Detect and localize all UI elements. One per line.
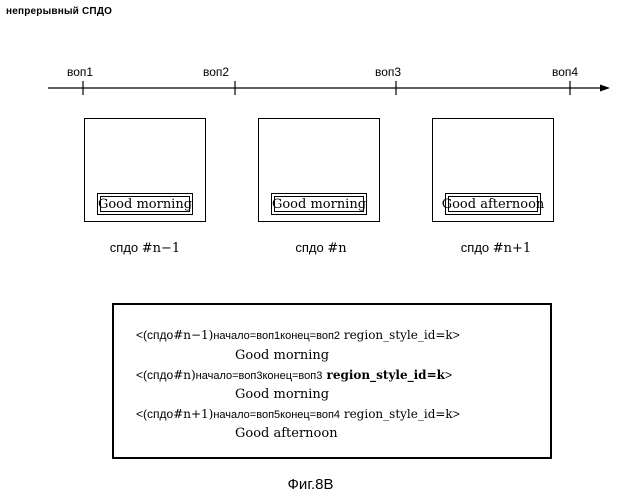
markup-text: Good afternoon [235,426,338,441]
markup-line: <(спдо#n−1)начало=воп1конец=воп2 region_… [136,328,460,342]
timeline-arrowhead [600,85,610,92]
caption-text: Good afternoon [442,197,545,212]
timeline-mark-label: воп3 [375,65,401,79]
frame-label: спдо #n−1 [110,240,180,256]
markup-text: Good morning [235,348,329,363]
caption-text: Good morning [272,197,366,212]
timeline-mark-label: воп1 [67,65,93,79]
caption-text: Good morning [98,197,192,212]
markup-box: <(спдо#n−1)начало=воп1конец=воп2 region_… [112,303,552,459]
markup-text: Good morning [235,387,329,402]
subtitle-caption: Good morning [271,193,367,215]
frame-label: спдо #n [295,240,346,256]
subtitle-caption: Good morning [97,193,193,215]
subtitle-frame: Good morning [84,118,206,222]
subtitle-caption: Good afternoon [445,193,541,215]
frame-label: спдо #n+1 [461,240,531,256]
subtitle-frame: Good morning [258,118,380,222]
timeline-mark-label: воп2 [203,65,229,79]
markup-line: <(спдо#n+1)начало=воп5конец=воп4 region_… [136,407,460,421]
subtitle-frame: Good afternoon [432,118,554,222]
markup-line: <(спдо#n)начало=воп3конец=воп3 region_st… [136,368,452,382]
figure-caption: Фиг.8B [0,476,621,493]
timeline-mark-label: воп4 [552,65,578,79]
